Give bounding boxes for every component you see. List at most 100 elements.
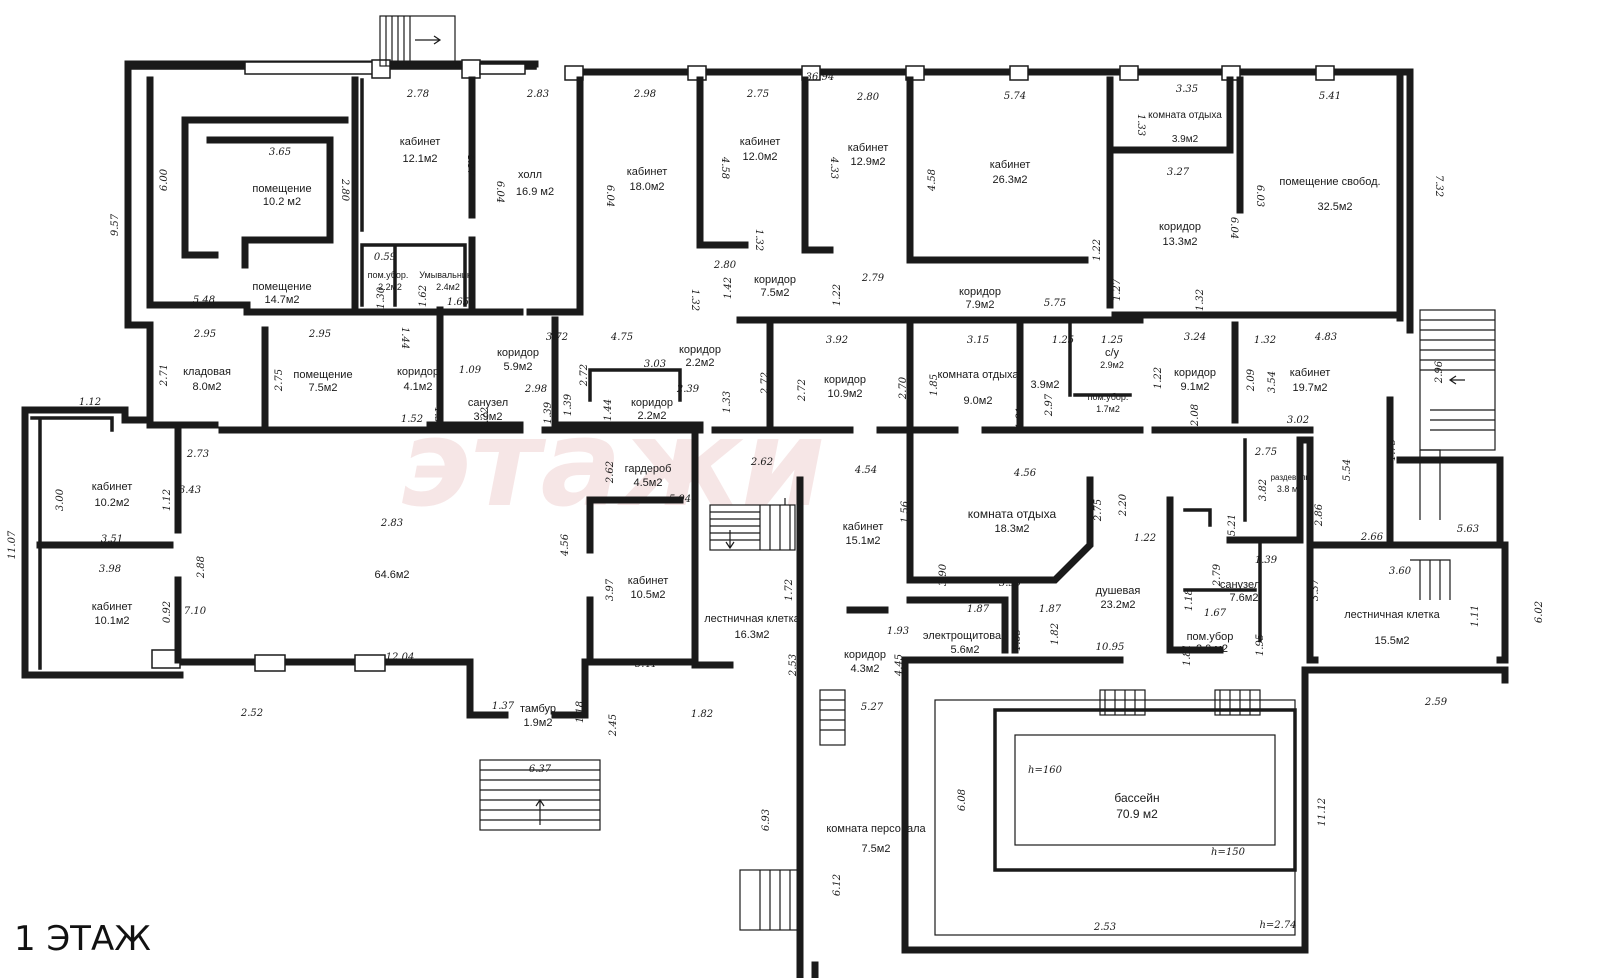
svg-text:4.1м2: 4.1м2 [404, 381, 433, 393]
dimension-label: 4.54 [854, 465, 877, 476]
svg-text:2.2м2: 2.2м2 [638, 410, 667, 422]
dimension-label: 1.62 [418, 285, 429, 307]
room-label: кабинет 10.5м2 [628, 575, 668, 601]
svg-text:помещение: помещение [293, 369, 352, 381]
svg-text:7.5м2: 7.5м2 [309, 382, 338, 394]
dimension-label: 1.32 [1254, 335, 1276, 346]
room-label: 64.6м2 [374, 569, 409, 581]
dimension-label: 2.73 [186, 449, 209, 460]
dimension-label: 6.04 [494, 181, 505, 203]
dimension-label: 1.22 [1092, 239, 1103, 261]
svg-text:3.9м2: 3.9м2 [1172, 134, 1199, 145]
dimension-label: 1.33 [722, 391, 733, 413]
dimension-label: 6.02 [1534, 601, 1545, 623]
dimension-label: 2.75 [274, 369, 285, 392]
dimension-label: 2.62 [605, 461, 616, 484]
dimension-label: 1.65 [1012, 629, 1023, 651]
dimension-label: 1.39 [563, 393, 574, 416]
dimension-label: 2.53 [788, 654, 799, 677]
dimension-label: 1.12 [162, 489, 173, 511]
svg-text:2.4м2: 2.4м2 [436, 282, 460, 292]
dimension-label: 2.09 [1246, 368, 1257, 392]
svg-text:7.9м2: 7.9м2 [966, 299, 995, 311]
svg-text:2.9м2: 2.9м2 [1100, 360, 1124, 370]
room-label: с/у2.9м2 [1100, 347, 1124, 370]
room-label: пом.убор.2.2м2 [368, 270, 409, 292]
dimension-label: 2.83 [526, 89, 549, 100]
svg-text:электрощитовая: электрощитовая [923, 630, 1007, 642]
svg-text:комната отдыха: комната отдыха [1148, 110, 1222, 121]
svg-text:кабинет: кабинет [848, 142, 888, 154]
dimension-label: 1.18 [1184, 589, 1195, 611]
dimension-label: 3.97 [605, 578, 616, 601]
svg-text:70.9 м2: 70.9 м2 [1116, 807, 1158, 821]
dimension-label: 2.70 [898, 376, 909, 400]
dimension-label: 5.63 [1457, 524, 1479, 535]
dimension-labels: 36.94 2.78 2.83 2.98 2.75 2.80 5.74 3.35… [7, 72, 1545, 933]
svg-text:коридор: коридор [1159, 221, 1201, 233]
svg-text:комната отдыха: комната отдыха [968, 507, 1057, 521]
dimension-label: 2.88 [196, 556, 207, 579]
svg-text:7.5м2: 7.5м2 [862, 843, 891, 855]
svg-text:коридор: коридор [844, 649, 886, 661]
svg-text:душевая: душевая [1096, 585, 1141, 597]
svg-text:пом.убор.: пом.убор. [368, 270, 409, 280]
dimension-label: 4.45 [894, 654, 905, 677]
svg-text:коридор: коридор [497, 347, 539, 359]
svg-text:коридор: коридор [397, 366, 439, 378]
dimension-label: 1.33 [1135, 114, 1146, 136]
dimension-label: 2.72 [760, 372, 771, 395]
dimension-label: 2.98 [524, 384, 547, 395]
dimension-label: 1.22 [1134, 533, 1156, 544]
dimension-label: 3.27 [1167, 167, 1190, 178]
svg-text:10.5м2: 10.5м2 [630, 589, 665, 601]
svg-text:19.7м2: 19.7м2 [1292, 382, 1327, 394]
dimension-label: 3.82 [1258, 479, 1269, 501]
svg-text:санузел: санузел [1220, 579, 1260, 591]
dimension-label: 4.75 [610, 332, 633, 343]
svg-text:коридор: коридор [679, 344, 721, 356]
dimension-label: 1.52 [401, 414, 423, 425]
dimension-label: 2.80 [856, 92, 880, 103]
dimension-label: 1.85 [929, 374, 940, 396]
dimension-label: 1.30 [376, 286, 387, 309]
dimension-label: 6.12 [832, 874, 843, 896]
dimension-label: 11.07 [7, 530, 18, 559]
room-label: 3.9м2 [1031, 379, 1060, 391]
svg-text:кабинет: кабинет [628, 575, 668, 587]
svg-text:коридор: коридор [959, 286, 1001, 298]
dimension-label: 1.93 [887, 626, 909, 637]
dimension-label: 10.95 [1096, 642, 1125, 653]
dimension-label: 1.32 [1195, 289, 1206, 311]
dimension-label: 3.15 [967, 335, 989, 346]
pool [934, 689, 1297, 936]
dimension-label: 1.82 [691, 709, 713, 720]
dimension-label: 6.37 [529, 764, 552, 775]
svg-text:с/у: с/у [1105, 347, 1120, 359]
dimension-label: 1.87 [1039, 604, 1062, 615]
dimension-label: 3.92 [826, 335, 848, 346]
dimension-label: 1.09 [459, 365, 482, 376]
dimension-label: 3.54 [1267, 371, 1278, 393]
svg-text:коридор: коридор [754, 274, 796, 286]
dimension-label: 1.25 [1101, 335, 1123, 346]
pool-depth-marks: h=160 h=150 h=2.74 [1028, 765, 1297, 931]
svg-text:кабинет: кабинет [92, 601, 132, 613]
dimension-label: 3.98 [99, 564, 121, 575]
